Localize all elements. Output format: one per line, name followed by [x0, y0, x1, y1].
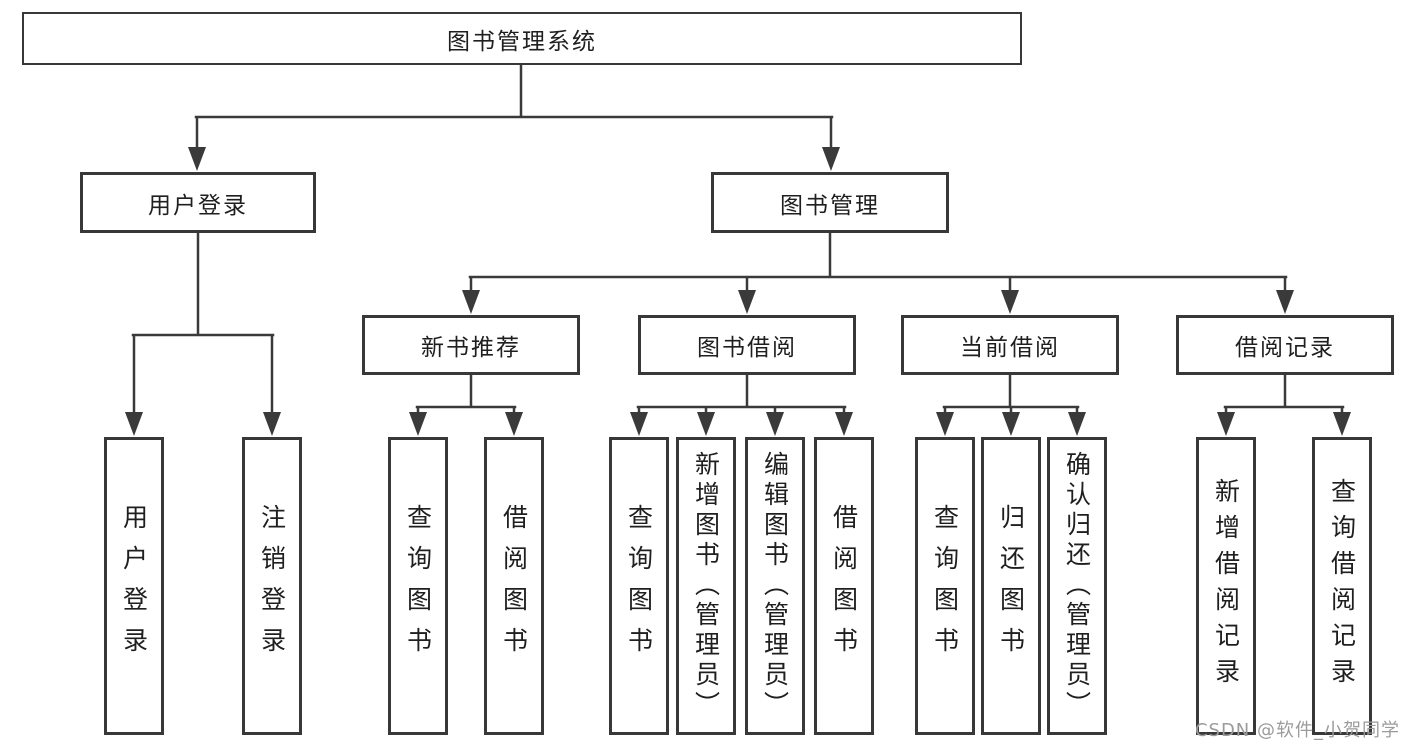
- leaf-query-books-current: 查询图书: [915, 437, 975, 735]
- edge-userlogin-split: [131, 231, 275, 416]
- leaf-add-borrow-record: 新增借阅记录: [1196, 437, 1256, 735]
- arrow-icon: [738, 290, 756, 314]
- edge-records-split: [1223, 373, 1345, 416]
- arrow-icon: [1217, 412, 1235, 436]
- edge-current-split: [942, 373, 1080, 416]
- node-new-book-recommendation: 新书推荐: [362, 315, 580, 375]
- leaf-logout: 注销登录: [242, 437, 302, 735]
- leaf-label: 借阅图书: [499, 504, 529, 668]
- arrow-icon: [697, 412, 715, 436]
- leaf-label: 查询图书: [403, 504, 433, 668]
- leaf-label: 注销登录: [257, 504, 287, 668]
- arrow-icon: [630, 412, 648, 436]
- leaf-query-books-borrow: 查询图书: [609, 437, 669, 735]
- leaf-add-books-admin: 新增图书（管理员）: [676, 437, 736, 735]
- arrow-icon: [766, 412, 784, 436]
- node-user-login: 用户登录: [80, 172, 316, 233]
- leaf-label: 新增图书（管理员）: [691, 451, 721, 721]
- leaf-label: 用户登录: [119, 504, 149, 668]
- leaf-user-login: 用户登录: [104, 437, 164, 735]
- leaf-label: 借阅图书: [829, 504, 859, 668]
- leaf-label: 编辑图书（管理员）: [760, 451, 790, 721]
- edge-root-split: [194, 63, 834, 152]
- arrow-icon: [125, 412, 143, 436]
- leaf-confirm-return-admin: 确认归还（管理员）: [1047, 437, 1107, 735]
- leaf-label: 查询图书: [624, 504, 654, 668]
- arrow-icon: [409, 412, 427, 436]
- arrow-icon: [1002, 412, 1020, 436]
- edge-newbook-split: [415, 373, 517, 416]
- leaf-label: 归还图书: [996, 504, 1026, 668]
- leaf-return-books: 归还图书: [981, 437, 1041, 735]
- leaf-borrow-books-recommend: 借阅图书: [484, 437, 544, 735]
- node-book-management: 图书管理: [711, 172, 949, 233]
- arrow-icon: [188, 147, 206, 171]
- leaf-query-borrow-record: 查询借阅记录: [1312, 437, 1372, 735]
- node-library-management-system: 图书管理系统: [22, 12, 1022, 65]
- arrow-icon: [835, 412, 853, 436]
- leaf-label: 查询借阅记录: [1327, 478, 1357, 694]
- edge-bookmgmt-split: [468, 231, 1288, 294]
- arrow-icon: [462, 290, 480, 314]
- edge-borrow-split: [636, 373, 847, 416]
- arrow-icon: [1001, 290, 1019, 314]
- arrow-icon: [936, 412, 954, 436]
- arrow-icon: [1333, 412, 1351, 436]
- leaf-borrow-books: 借阅图书: [814, 437, 874, 735]
- leaf-label: 确认归还（管理员）: [1062, 451, 1092, 721]
- arrow-icon: [1068, 412, 1086, 436]
- leaf-label: 查询图书: [930, 504, 960, 668]
- csdn-watermark: CSDN @软件_小贺同学: [1194, 720, 1400, 741]
- arrow-icon: [822, 147, 840, 171]
- leaf-label: 新增借阅记录: [1211, 478, 1241, 694]
- leaf-edit-books-admin: 编辑图书（管理员）: [745, 437, 805, 735]
- node-borrowing-records: 借阅记录: [1176, 315, 1394, 375]
- leaf-query-books-recommend: 查询图书: [388, 437, 448, 735]
- arrow-icon: [1276, 290, 1294, 314]
- node-current-borrowing: 当前借阅: [901, 315, 1119, 375]
- arrow-icon: [505, 412, 523, 436]
- node-book-borrowing: 图书借阅: [638, 315, 856, 375]
- arrow-icon: [263, 412, 281, 436]
